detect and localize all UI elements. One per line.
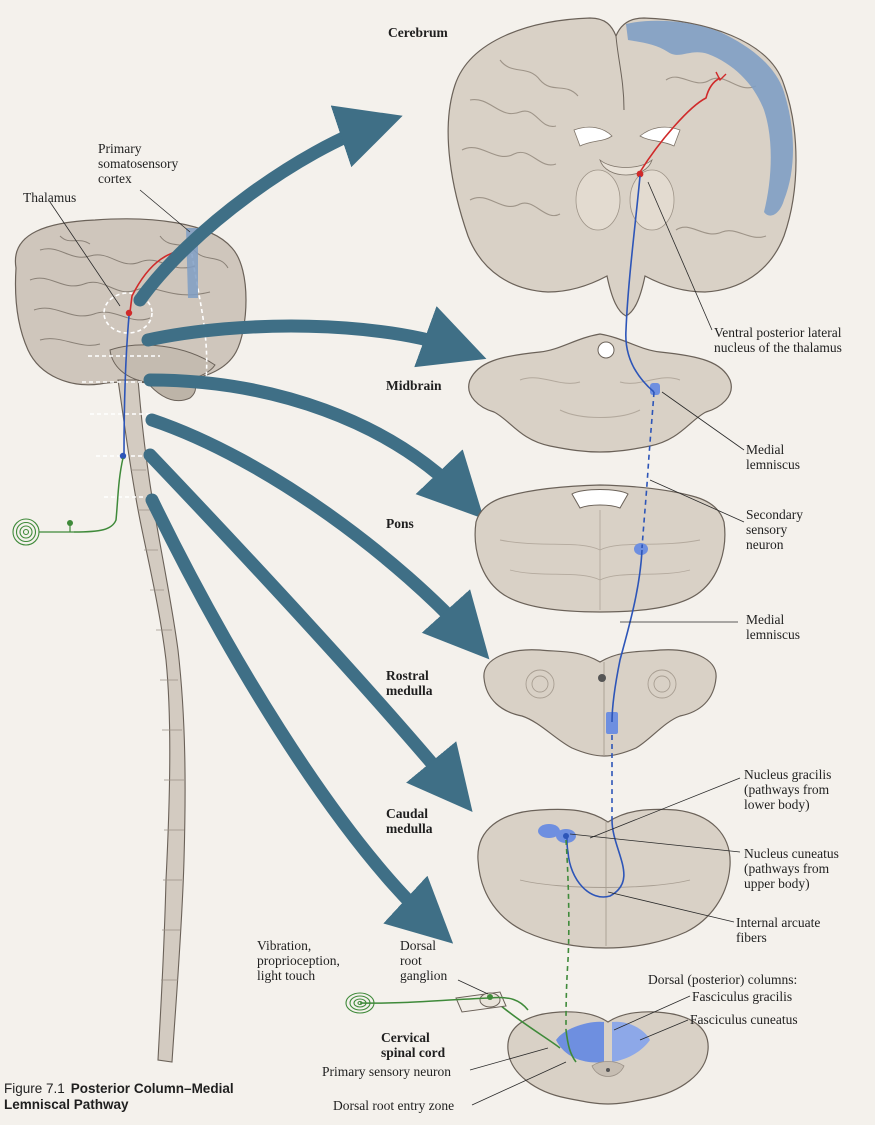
peripheral-input <box>345 991 529 1014</box>
level-label-caudal-medulla: Caudal medulla <box>386 806 433 836</box>
medial-lemniscal-pathway <box>499 175 655 1063</box>
level-label-cervical-spinal-cord: Cervical spinal cord <box>381 1030 446 1060</box>
figure-caption: Figure 7.1 Posterior Column–Medial Lemnis… <box>4 1081 234 1113</box>
label-vpl-nucleus: Ventral posterior lateral nucleus of the… <box>714 325 842 355</box>
label-primary-sensory-neuron: Primary sensory neuron <box>322 1064 451 1079</box>
cerebrum-section <box>447 17 797 317</box>
figure-title-line1: Posterior Column–Medial <box>70 1081 234 1096</box>
label-dorsal-root-entry-zone: Dorsal root entry zone <box>333 1098 455 1113</box>
label-internal-arcuate-fibers: Internal arcuate fibers <box>736 915 821 945</box>
level-label-cerebrum: Cerebrum <box>388 25 448 40</box>
arrow-to-cervical-cord <box>145 493 454 944</box>
label-nucleus-gracilis: Nucleus gracilis (pathways from lower bo… <box>744 767 832 812</box>
arrow-to-cerebrum <box>133 105 403 307</box>
cervical-cord-section <box>507 1011 709 1105</box>
label-dorsal-root-ganglion: Dorsal root ganglion <box>400 938 448 983</box>
level-arrows <box>133 105 490 944</box>
rostral-medulla-section <box>483 649 717 757</box>
label-dorsal-columns: Dorsal (posterior) columns: <box>648 972 798 987</box>
label-leader-lines <box>49 181 745 1106</box>
label-nucleus-cuneatus: Nucleus cuneatus (pathways from upper bo… <box>744 846 839 891</box>
figure-number: Figure 7.1 <box>4 1081 65 1096</box>
whole-brain-illustration <box>12 218 247 1063</box>
label-vibration-proprioception-light-touch: Vibration, proprioception, light touch <box>257 938 340 983</box>
label-medial-lemniscus-midbrain: Medial lemniscus <box>746 442 800 472</box>
arrow-to-midbrain <box>141 306 487 368</box>
label-fasciculus-cuneatus: Fasciculus cuneatus <box>690 1012 798 1027</box>
label-thalamus: Thalamus <box>23 190 77 205</box>
label-secondary-sensory-neuron: Secondary sensory neuron <box>746 507 803 552</box>
arrow-to-caudal-medulla <box>143 448 473 813</box>
label-fasciculus-gracilis: Fasciculus gracilis <box>692 989 793 1004</box>
label-medial-lemniscus-medulla: Medial lemniscus <box>746 612 800 642</box>
label-primary-somatosensory-cortex: Primary somatosensory cortex <box>98 141 179 186</box>
arrow-to-rostral-medulla <box>145 413 490 660</box>
arrow-to-pons <box>143 373 484 519</box>
level-label-rostral-medulla: Rostral medulla <box>386 668 433 698</box>
level-label-pons: Pons <box>386 516 414 531</box>
level-label-midbrain: Midbrain <box>386 378 442 393</box>
figure-title-line2: Lemniscal Pathway <box>4 1097 129 1112</box>
caudal-medulla-section <box>477 808 731 949</box>
pons-section <box>474 484 726 613</box>
midbrain-section <box>468 333 732 453</box>
